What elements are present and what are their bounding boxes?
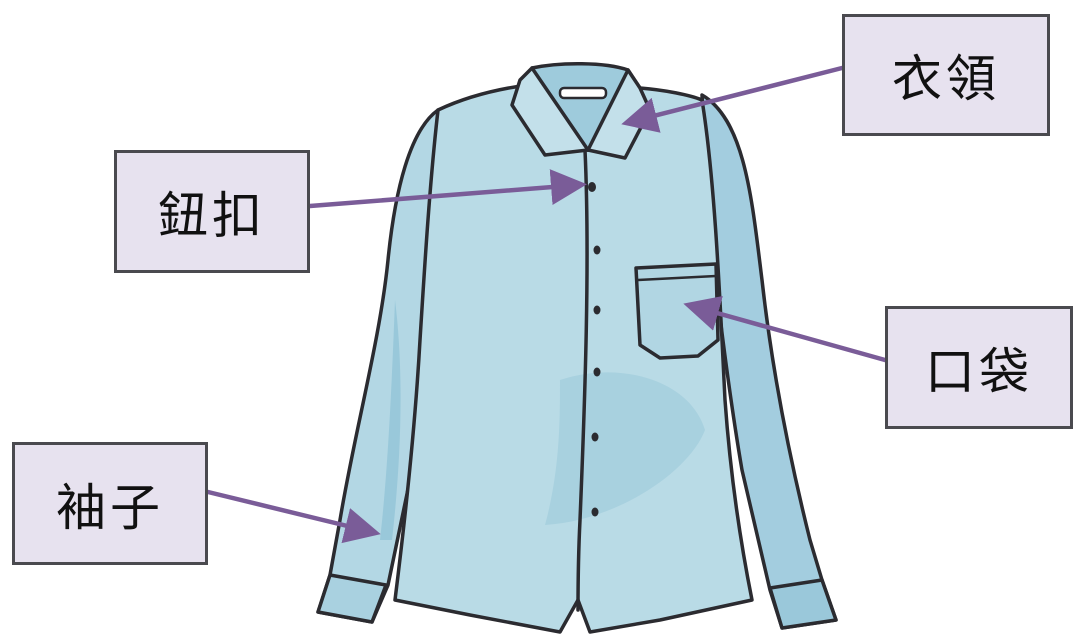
shirt-body (395, 85, 752, 632)
left-cuff (318, 575, 386, 622)
neck-label (560, 88, 606, 98)
button (594, 306, 601, 315)
label-collar-text: 衣領 (892, 39, 1000, 111)
right-cuff (770, 580, 836, 628)
button (588, 182, 596, 192)
label-button-text: 鈕扣 (158, 176, 266, 248)
button (594, 246, 601, 255)
label-collar: 衣領 (842, 14, 1050, 136)
label-pocket: 口袋 (885, 306, 1073, 429)
button (594, 368, 601, 377)
button (592, 508, 599, 517)
label-pocket-text: 口袋 (925, 332, 1033, 404)
button (592, 433, 599, 442)
label-sleeve-text: 袖子 (56, 468, 164, 540)
label-button: 鈕扣 (114, 150, 310, 273)
label-sleeve: 袖子 (12, 442, 208, 565)
shirt-illustration (318, 64, 836, 632)
